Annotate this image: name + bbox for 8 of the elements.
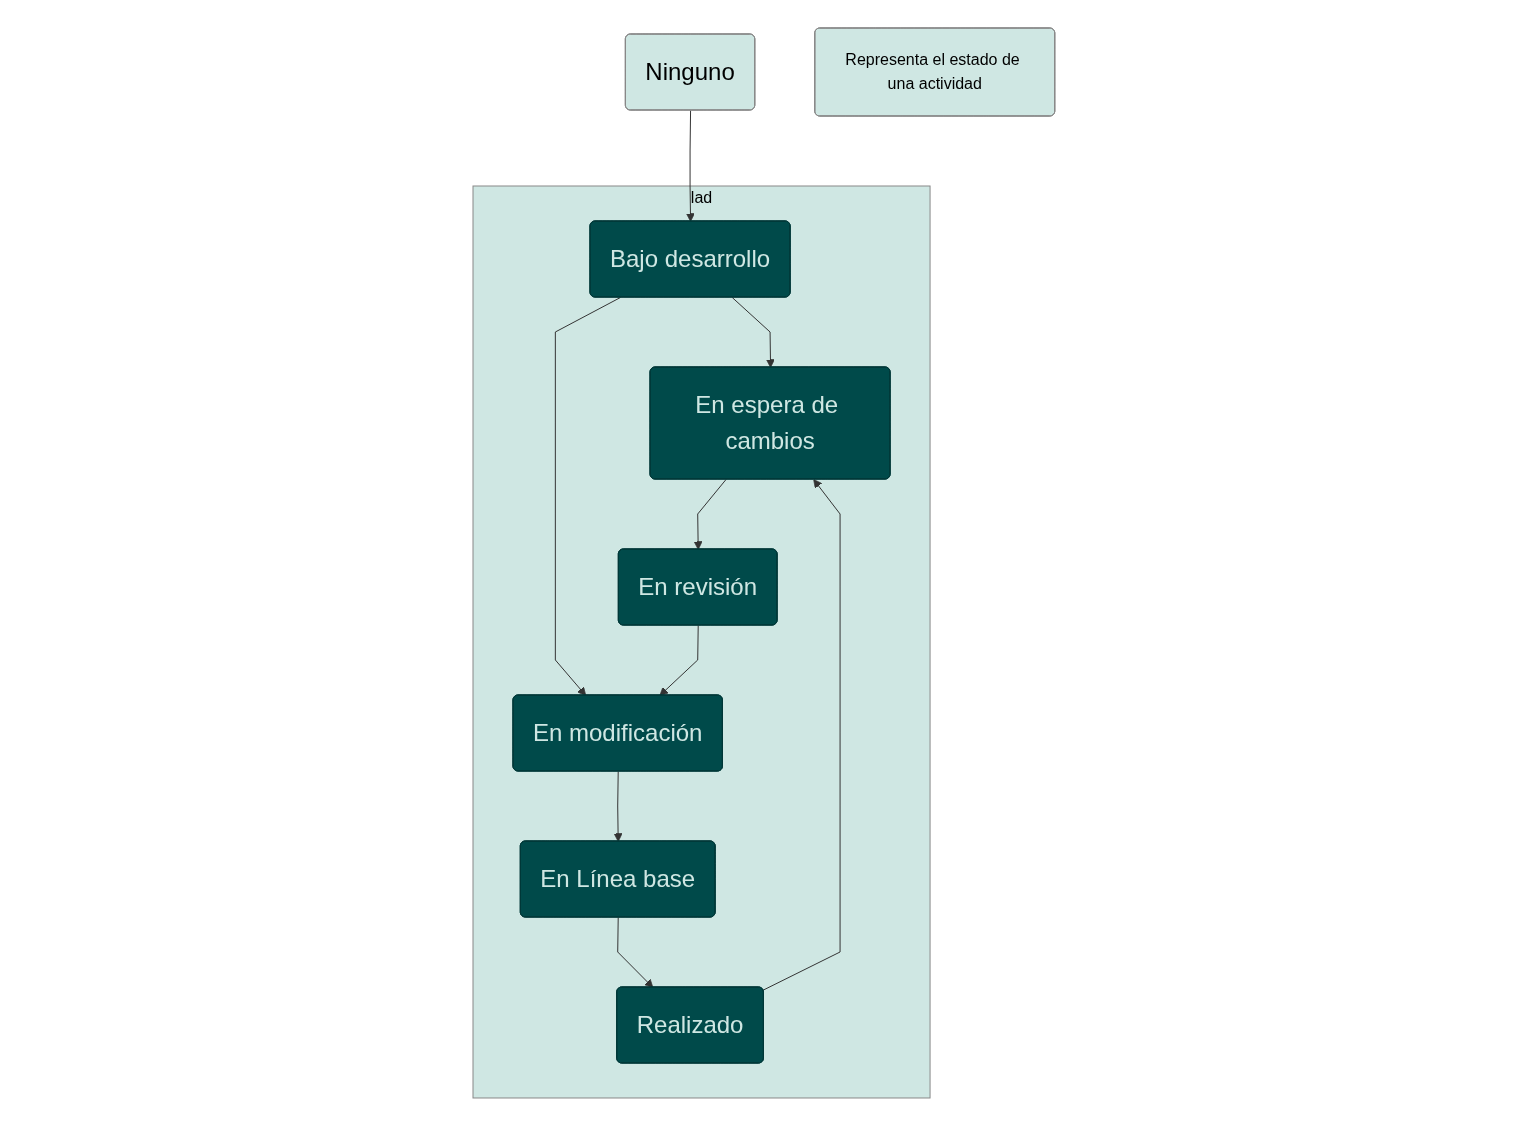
arrow bbox=[693, 478, 727, 550]
arrow bbox=[762, 478, 841, 991]
arrow bbox=[686, 109, 695, 222]
arrow bbox=[617, 916, 654, 988]
arrow bbox=[554, 296, 622, 696]
arrow bbox=[731, 296, 775, 368]
arrow bbox=[659, 624, 699, 696]
arrow bbox=[613, 770, 623, 842]
